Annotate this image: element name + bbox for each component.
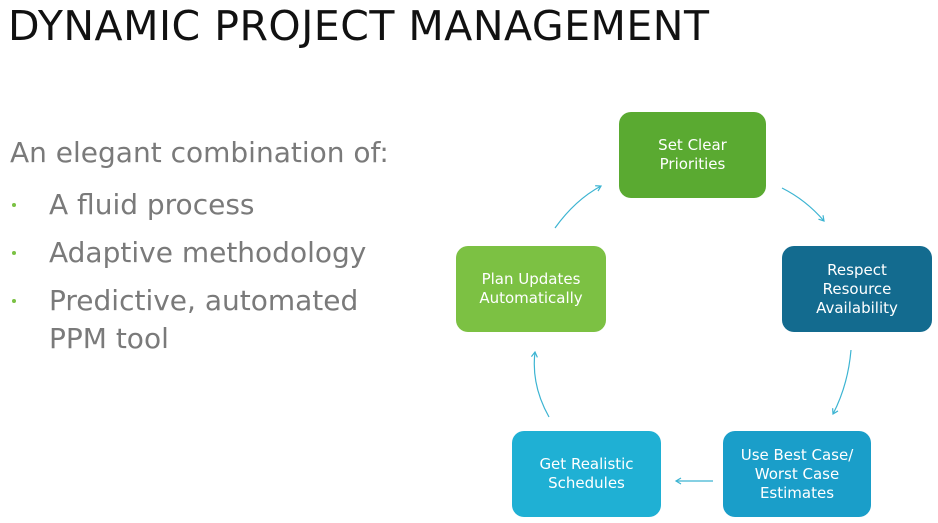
- node-plan-updates-automatically: Plan Updates Automatically: [456, 246, 606, 332]
- bullet-item: A fluid process: [0, 186, 409, 224]
- bullet-text: Adaptive methodology: [49, 236, 367, 269]
- bullet-dot-icon: [12, 203, 16, 207]
- slide-title: DYNAMIC PROJECT MANAGEMENT: [8, 2, 710, 50]
- bullet-text: Predictive, automated PPM tool: [49, 284, 359, 355]
- bullet-dot-icon: [12, 299, 16, 303]
- arrow-plan-to-set: [554, 185, 603, 229]
- bullet-item: Adaptive methodology: [0, 234, 409, 272]
- node-use-best-worst-case-estimates: Use Best Case/ Worst Case Estimates: [723, 431, 871, 517]
- node-set-clear-priorities: Set Clear Priorities: [619, 112, 766, 198]
- arrow-respect-to-use: [832, 349, 852, 416]
- arrow-get-to-plan: [530, 350, 550, 418]
- bullet-item: Predictive, automated PPM tool: [0, 282, 409, 358]
- bullet-text: A fluid process: [49, 188, 255, 221]
- arrow-set-to-respect: [781, 187, 825, 222]
- bullet-list: A fluid process Adaptive methodology Pre…: [0, 186, 409, 368]
- bullet-dot-icon: [12, 251, 16, 255]
- intro-text: An elegant combination of:: [10, 136, 389, 169]
- node-respect-resource-availability: Respect Resource Availability: [782, 246, 932, 332]
- node-get-realistic-schedules: Get Realistic Schedules: [512, 431, 661, 517]
